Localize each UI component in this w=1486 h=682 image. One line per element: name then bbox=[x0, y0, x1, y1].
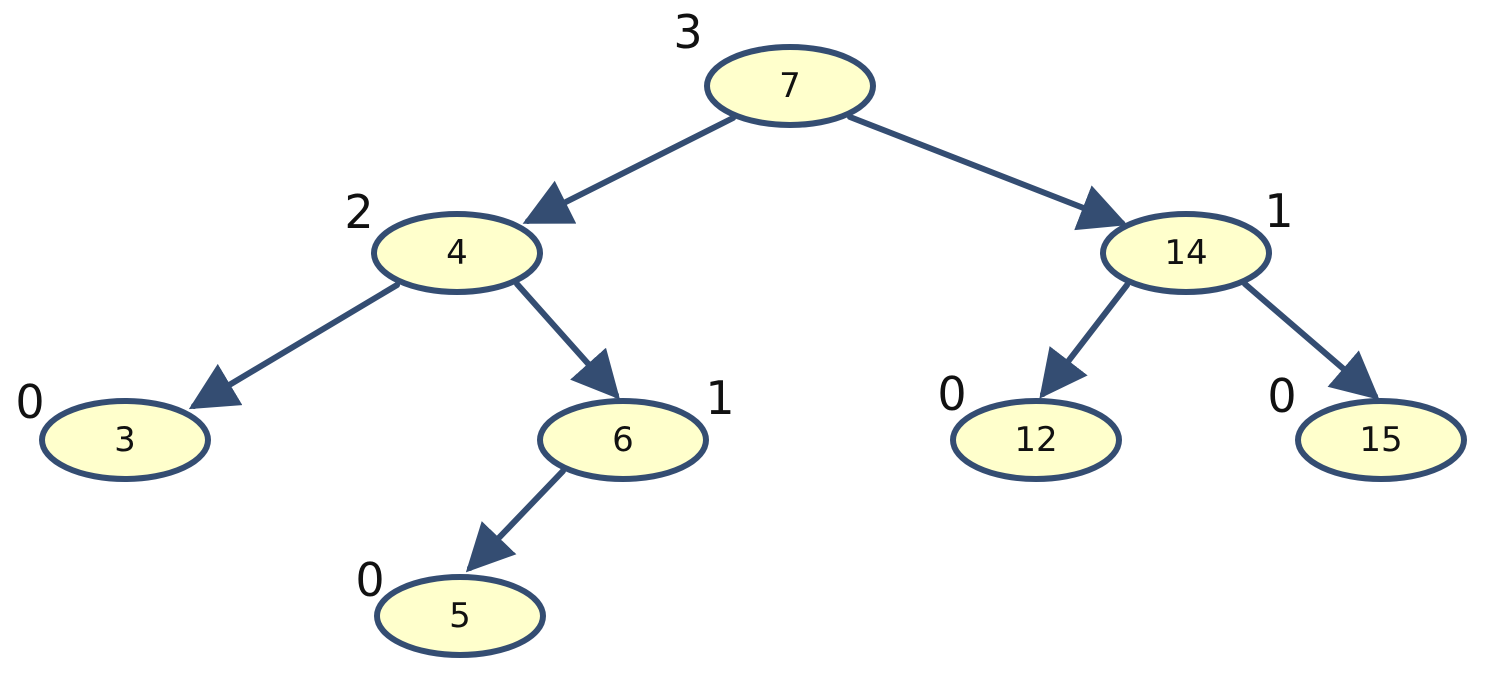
node-height: 0 bbox=[937, 367, 966, 421]
tree-node-6: 6 1 bbox=[537, 371, 735, 482]
node-value: 6 bbox=[612, 420, 634, 460]
tree-node-15: 15 0 bbox=[1267, 369, 1467, 482]
node-value: 14 bbox=[1164, 233, 1207, 273]
node-height: 3 bbox=[673, 5, 702, 59]
node-value: 15 bbox=[1359, 420, 1402, 460]
edge-6-5 bbox=[465, 468, 566, 573]
tree-node-3: 3 0 bbox=[15, 375, 211, 482]
edge-7-4 bbox=[522, 115, 736, 224]
tree-node-12: 12 0 bbox=[937, 367, 1122, 482]
node-height: 2 bbox=[344, 185, 373, 239]
node-value: 7 bbox=[779, 66, 801, 106]
edge-4-6 bbox=[514, 281, 620, 400]
node-value: 3 bbox=[114, 420, 136, 460]
tree-node-14: 14 1 bbox=[1100, 184, 1294, 295]
node-value: 5 bbox=[449, 596, 471, 636]
node-height: 0 bbox=[15, 375, 44, 429]
edge-7-14 bbox=[847, 114, 1128, 231]
tree-node-4: 4 2 bbox=[344, 185, 543, 295]
edge-4-3 bbox=[188, 282, 400, 410]
node-height: 1 bbox=[1264, 184, 1293, 238]
tree-node-7: 7 3 bbox=[673, 5, 876, 128]
tree-node-5: 5 0 bbox=[355, 553, 546, 658]
node-height: 0 bbox=[1267, 369, 1296, 423]
node-height: 1 bbox=[705, 371, 734, 425]
node-value: 4 bbox=[446, 233, 468, 273]
node-height: 0 bbox=[355, 553, 384, 607]
edge-14-12 bbox=[1039, 282, 1130, 399]
edges bbox=[188, 114, 1380, 573]
edge-14-15 bbox=[1242, 281, 1380, 400]
node-value: 12 bbox=[1014, 420, 1057, 460]
